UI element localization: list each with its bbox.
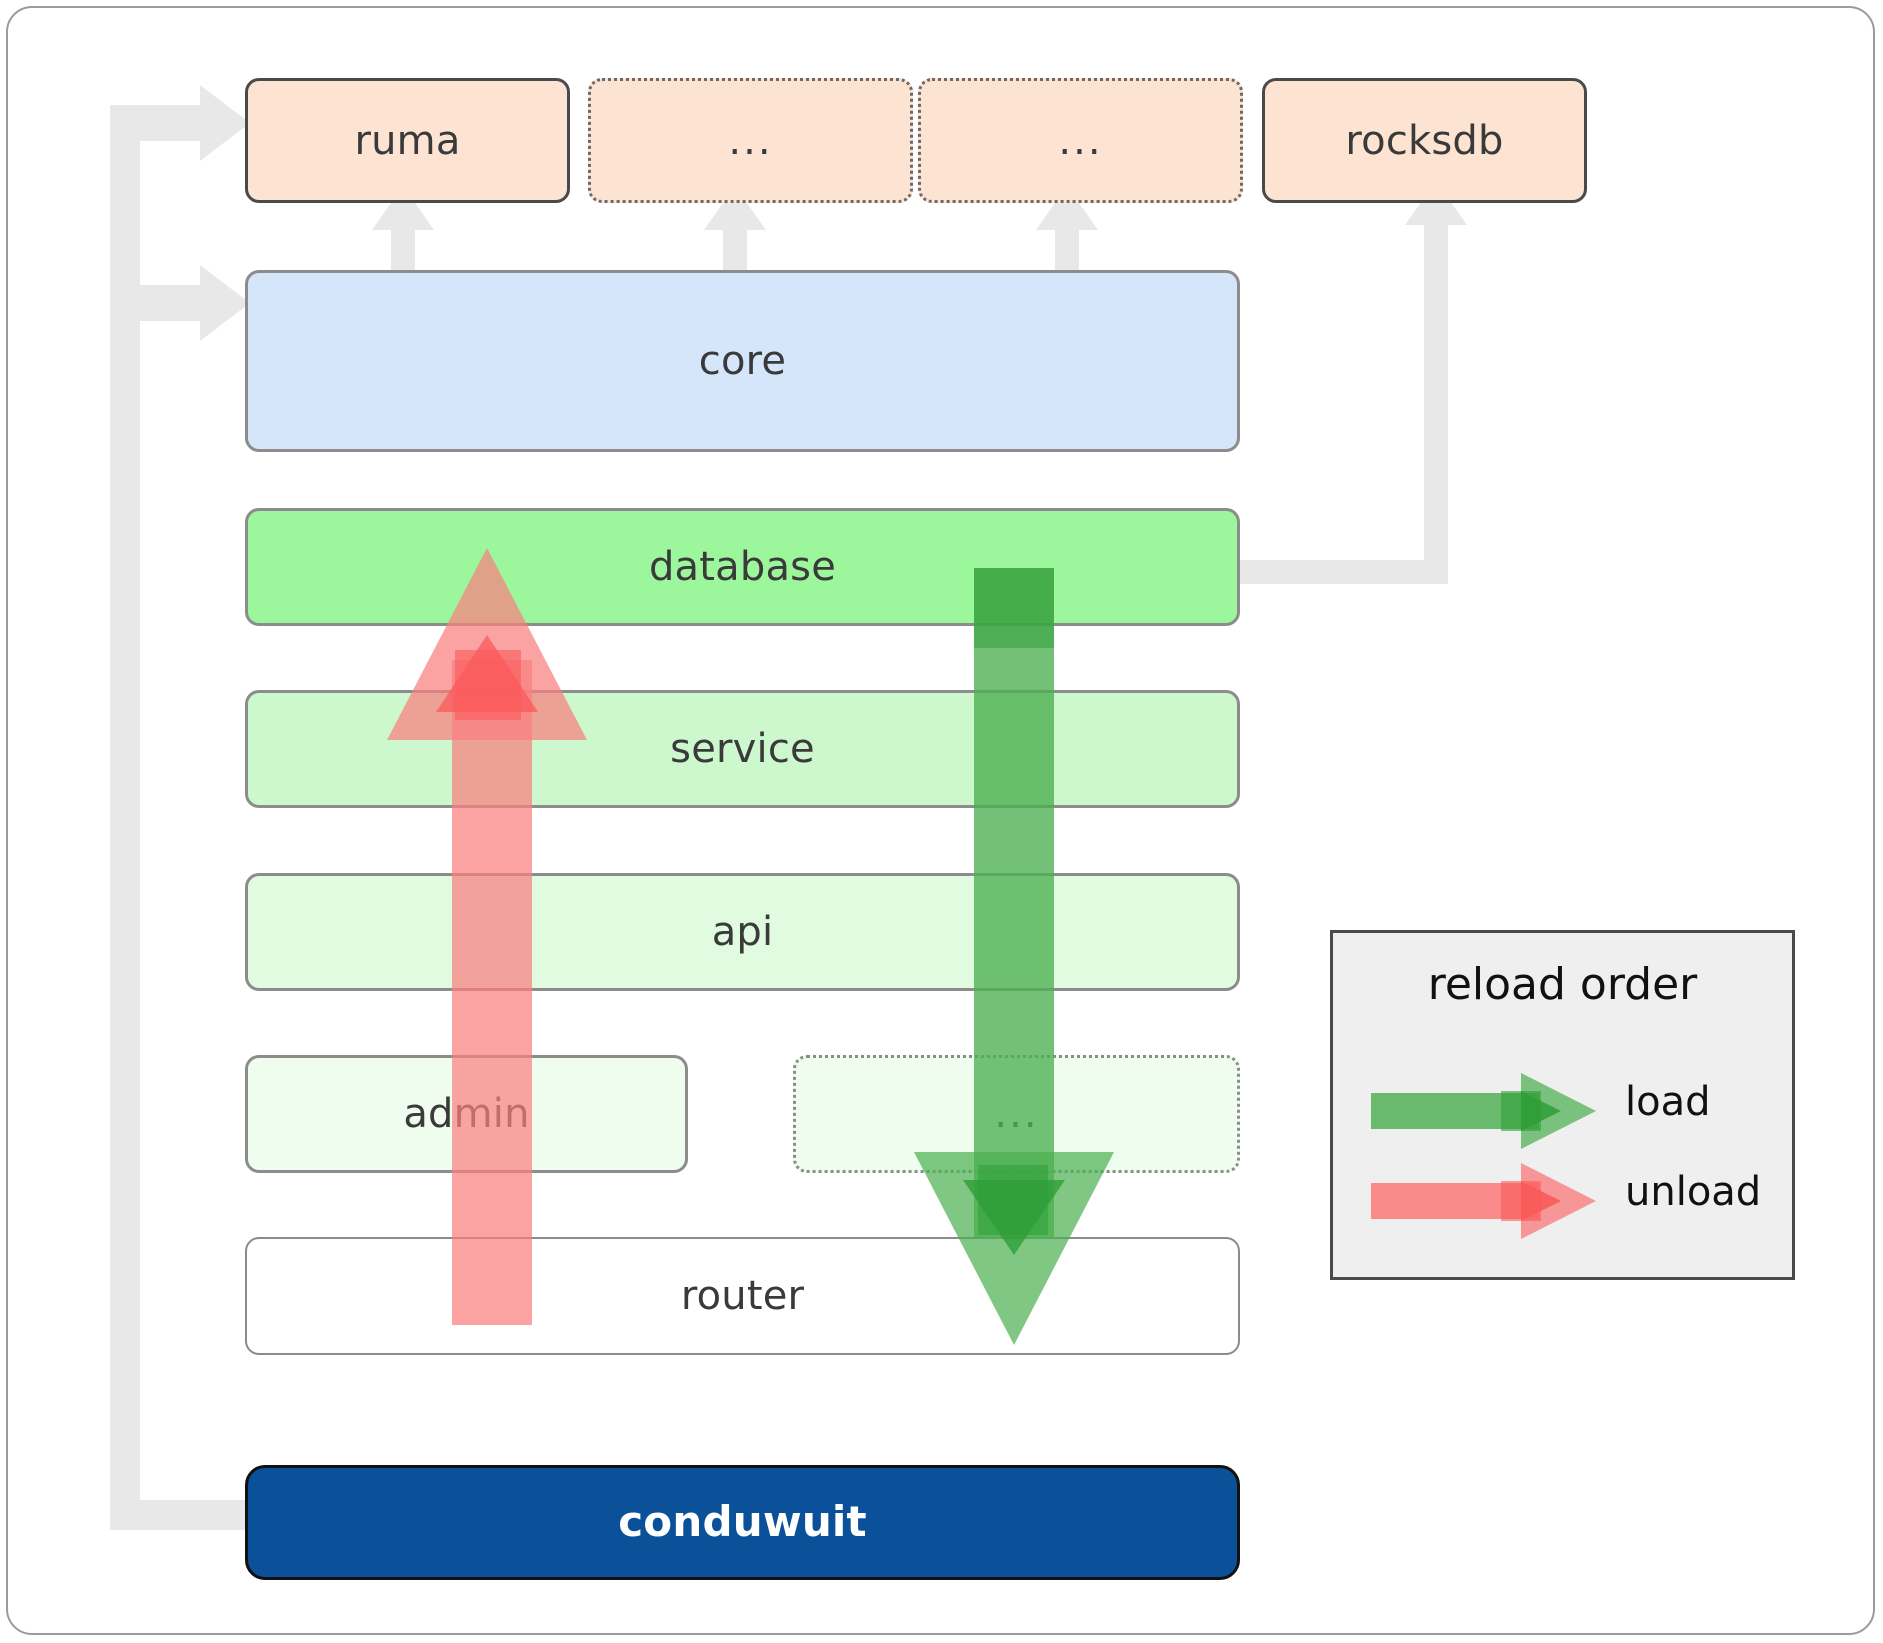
node-ruma[interactable]: ruma [245, 78, 570, 203]
node-router-label: router [680, 1273, 805, 1319]
node-ext-3-label: ... [1058, 117, 1103, 164]
legend-row-load: load [1333, 1073, 1792, 1153]
node-conduwuit[interactable]: conduwuit [245, 1465, 1240, 1580]
node-rocksdb-label: rocksdb [1345, 117, 1504, 164]
node-rocksdb[interactable]: rocksdb [1262, 78, 1587, 203]
node-api-label: api [711, 909, 774, 955]
node-lower-dots-label: ... [994, 1091, 1039, 1137]
node-database-label: database [648, 544, 837, 590]
node-core[interactable]: core [245, 270, 1240, 452]
node-service[interactable]: service [245, 690, 1240, 808]
node-ext-3[interactable]: ... [918, 78, 1243, 203]
legend-label-load: load [1625, 1079, 1711, 1125]
diagram-frame [6, 6, 1875, 1635]
legend-label-unload: unload [1625, 1169, 1762, 1215]
node-conduwuit-label: conduwuit [618, 1497, 867, 1547]
node-database[interactable]: database [245, 508, 1240, 626]
legend-row-unload: unload [1333, 1163, 1792, 1243]
node-service-label: service [670, 726, 815, 772]
node-ext-2[interactable]: ... [588, 78, 913, 203]
node-admin-label: admin [403, 1091, 530, 1137]
node-admin[interactable]: admin [245, 1055, 688, 1173]
legend-title: reload order [1427, 959, 1698, 1010]
legend-box: reload order load unload [1330, 930, 1795, 1280]
node-lower-dots[interactable]: ... [793, 1055, 1240, 1173]
node-router[interactable]: router [245, 1237, 1240, 1355]
node-ext-2-label: ... [728, 117, 773, 164]
load-arrow-icon [1371, 1073, 1596, 1149]
node-ruma-label: ruma [354, 117, 461, 164]
unload-arrow-icon [1371, 1163, 1596, 1239]
node-core-label: core [698, 338, 787, 384]
node-api[interactable]: api [245, 873, 1240, 991]
